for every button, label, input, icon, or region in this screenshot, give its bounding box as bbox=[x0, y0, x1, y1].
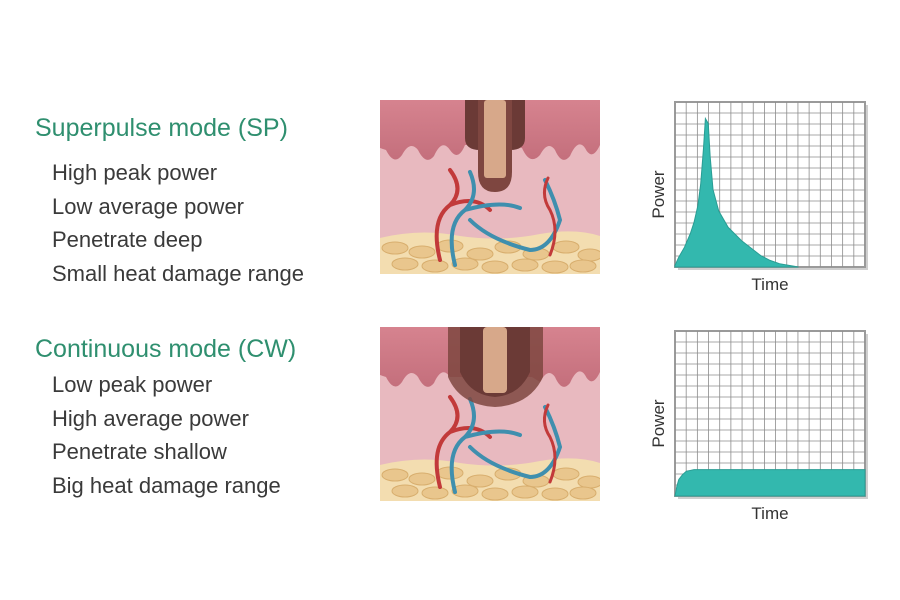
blood-vessels bbox=[434, 168, 563, 267]
y-axis-label: Power bbox=[649, 170, 668, 219]
list-item: Low peak power bbox=[52, 372, 213, 397]
chart-grid bbox=[675, 331, 865, 496]
list-item: Penetrate deep bbox=[52, 227, 203, 253]
list-item: Big heat damage range bbox=[52, 473, 281, 499]
sp-points: High peak power Low average power Penetr… bbox=[52, 156, 304, 291]
y-axis-label: Power bbox=[649, 399, 668, 448]
cw-power-chart: Time Power bbox=[649, 330, 868, 523]
power-area bbox=[674, 469, 866, 497]
x-axis-label: Time bbox=[751, 504, 788, 523]
laser-probe-wide-icon bbox=[448, 327, 543, 407]
cw-heading: Continuous mode (CW) bbox=[35, 335, 297, 363]
chart-frame bbox=[674, 330, 866, 497]
blood-vessels bbox=[434, 395, 563, 494]
list-item: Penetrate shallow bbox=[52, 439, 227, 465]
list-item: High peak power bbox=[52, 160, 218, 185]
x-axis-label: Time bbox=[751, 275, 788, 294]
cw-skin-illustration bbox=[380, 327, 600, 501]
list-item: Small heat damage range bbox=[52, 261, 304, 287]
cw-points: Low peak power High average power Penetr… bbox=[52, 368, 281, 503]
fat-cells bbox=[381, 466, 600, 501]
power-area bbox=[674, 116, 799, 268]
sp-power-chart: Time Power bbox=[649, 101, 868, 294]
list-item: Low average power bbox=[52, 193, 245, 219]
list-item: High average power bbox=[52, 405, 249, 431]
sp-heading: Superpulse mode (SP) bbox=[35, 114, 288, 142]
sp-skin-illustration bbox=[380, 100, 600, 274]
laser-probe-narrow-icon bbox=[465, 100, 525, 192]
